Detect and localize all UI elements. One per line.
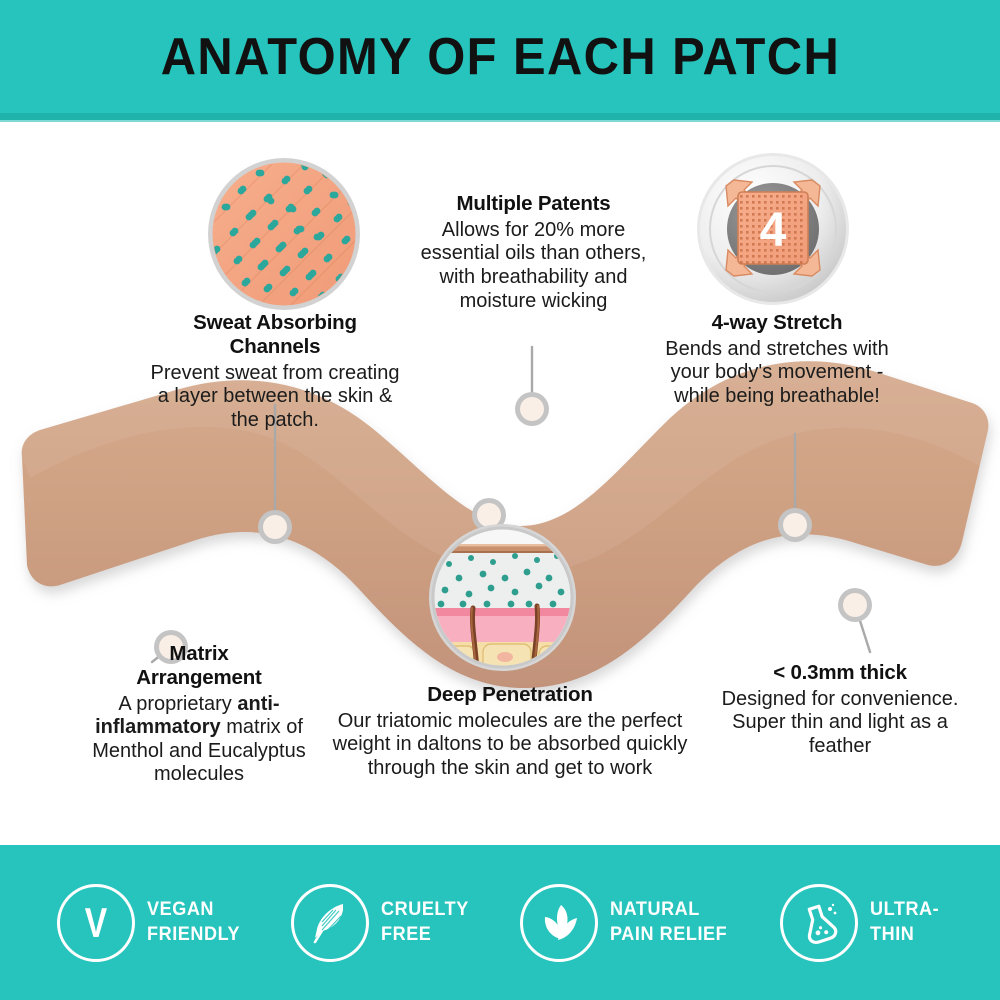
- leaves-glyph: [545, 904, 578, 940]
- diagram-stage: 4: [0, 122, 1000, 845]
- callout-body: Allows for 20% more essential oils than …: [420, 218, 647, 312]
- vegan-v-icon: V: [57, 883, 136, 962]
- badge-cruelty-free: CRUELTY FREE: [291, 883, 474, 962]
- feather-glyph: [314, 903, 344, 943]
- callout-four-way-stretch: 4-way Stretch Bends and stretches with y…: [650, 311, 904, 409]
- callout-title: Sweat Absorbing Channels: [193, 311, 357, 358]
- dotted-weave-circle-icon: [208, 158, 360, 310]
- callout-title-line2: Arrangement: [136, 665, 262, 689]
- badge-label: ULTRA- THIN: [869, 899, 940, 945]
- feather-icon: [291, 883, 370, 962]
- connector-dots: [154, 392, 872, 664]
- callout-sweat-absorbing-channels: Sweat Absorbing Channels Prevent sweat f…: [150, 311, 400, 432]
- callout-body: Designed for convenience. Super thin and…: [721, 687, 959, 757]
- badge-ultra-thin: ULTRA- THIN: [779, 883, 943, 962]
- vegan-v-glyph: V: [84, 898, 108, 946]
- callout-ultra-thin-spec: < 0.3mm thick Designed for convenience. …: [700, 661, 980, 759]
- badge-label: CRUELTY FREE: [381, 899, 470, 945]
- page-title: ANATOMY OF EACH PATCH: [160, 27, 840, 86]
- flask-glyph: [807, 903, 838, 944]
- callout-title: 4-way Stretch: [711, 311, 843, 334]
- skin-cross-section-icon: [429, 524, 576, 671]
- callout-title: < 0.3mm thick: [773, 661, 907, 684]
- matrix-body-part1: A proprietary: [118, 692, 238, 715]
- badge-vegan-friendly: V VEGAN FRIENDLY: [57, 883, 245, 962]
- matrix-body-emphasis: anti-inflammatory: [95, 692, 280, 739]
- header-banner: ANATOMY OF EACH PATCH: [0, 0, 1000, 113]
- header-divider-light: [0, 120, 1000, 122]
- footer-badge-bar: V VEGAN FRIENDLY CRUELTY FREE NATURA: [0, 845, 1000, 1000]
- header-divider: [0, 113, 1000, 120]
- flask-icon: [779, 883, 858, 962]
- leaves-icon: [520, 883, 599, 962]
- callout-title-line1: Matrix: [169, 642, 229, 665]
- connector-layer: [150, 345, 872, 664]
- callout-deep-penetration: Deep Penetration Our triatomic molecules…: [330, 683, 690, 781]
- badge-natural-pain-relief: NATURAL PAIN RELIEF: [520, 883, 733, 962]
- callout-body: Our triatomic molecules are the perfect …: [332, 709, 688, 779]
- badge-label: NATURAL PAIN RELIEF: [610, 899, 728, 945]
- badge-label: VEGAN FRIENDLY: [147, 899, 241, 945]
- callout-matrix-arrangement: Matrix Arrangement A proprietary anti-in…: [60, 642, 338, 787]
- four-way-stretch-icon: 4: [697, 153, 849, 305]
- callout-body: Bends and stretches with your body's mov…: [665, 337, 889, 407]
- callout-title: Multiple Patents: [456, 192, 611, 215]
- patch-sheen: [21, 361, 989, 574]
- stretch-value-label: 4: [760, 204, 787, 257]
- callout-multiple-patents: Multiple Patents Allows for 20% more ess…: [407, 192, 660, 313]
- callout-title: Deep Penetration: [427, 683, 593, 706]
- callout-body: Prevent sweat from creating a layer betw…: [150, 361, 400, 431]
- callout-body: A proprietary anti-inflammatory matrix o…: [60, 693, 338, 787]
- matrix-body-part2: matrix of Menthol and Eucalyptus molecul…: [92, 716, 306, 786]
